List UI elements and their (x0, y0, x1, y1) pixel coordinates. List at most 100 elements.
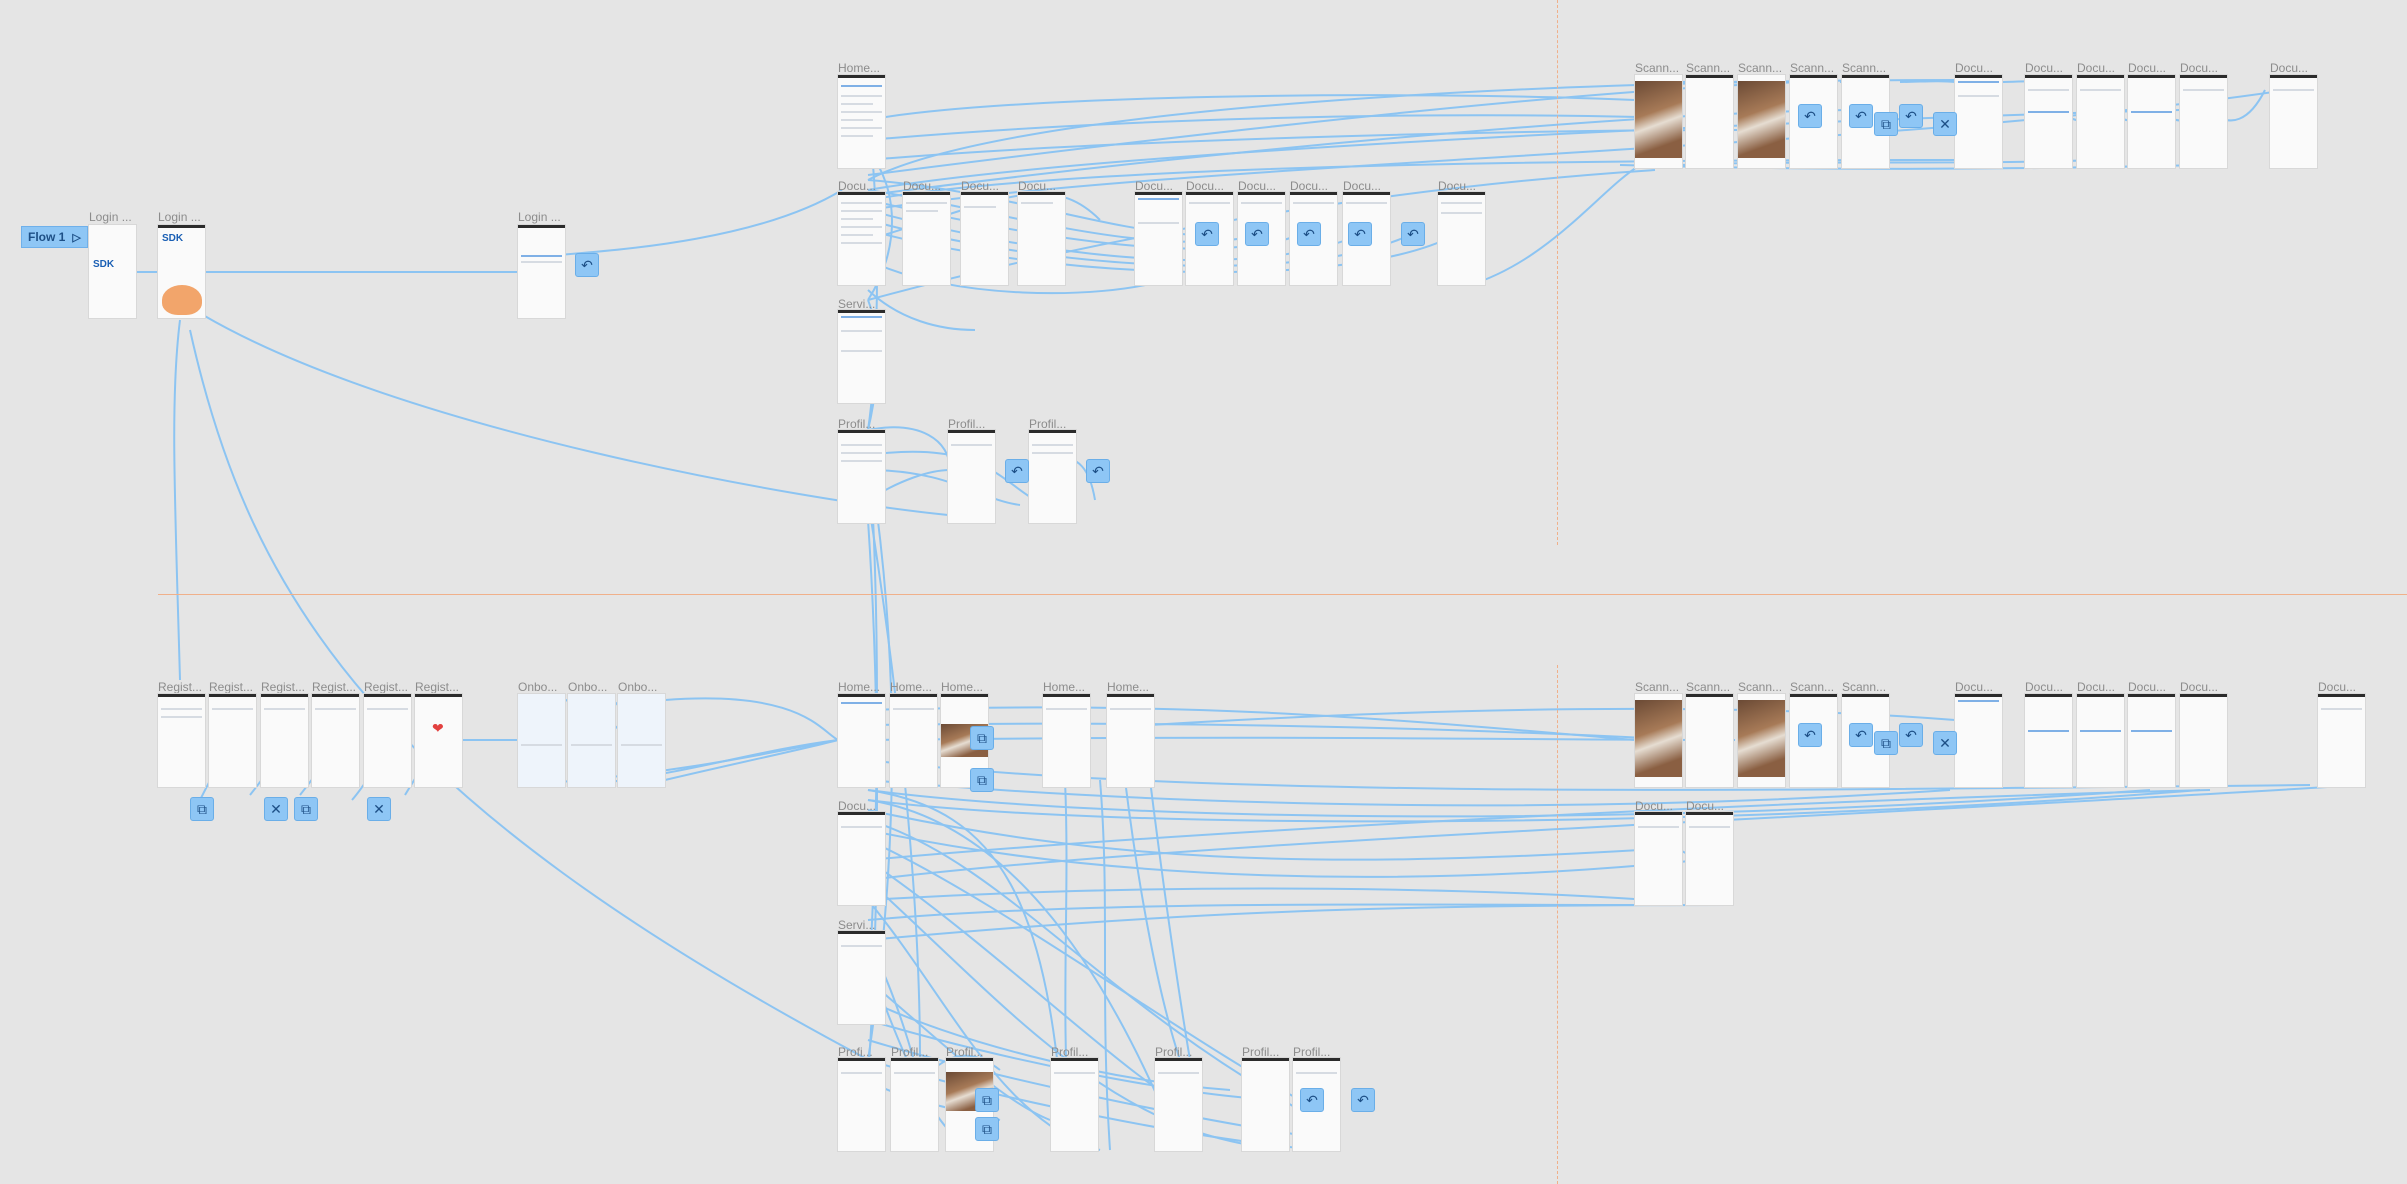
frame-label: Profil... (838, 417, 876, 431)
frame-document[interactable] (1955, 75, 2002, 168)
frame-document[interactable] (838, 192, 885, 285)
frame-scan[interactable] (1686, 75, 1733, 168)
frame-document[interactable] (2180, 694, 2227, 787)
back-icon[interactable]: ↶ (1899, 104, 1923, 128)
frame-document[interactable] (1135, 192, 1182, 285)
back-icon[interactable]: ↶ (1348, 222, 1372, 246)
upload-icon[interactable]: ⧉ (970, 768, 994, 792)
play-icon[interactable]: ▷ (72, 231, 81, 244)
back-icon[interactable]: ↶ (1849, 723, 1873, 747)
frame-register[interactable] (364, 694, 411, 787)
close-icon[interactable]: ✕ (367, 797, 391, 821)
frame-register[interactable] (158, 694, 205, 787)
frame-profile[interactable] (1051, 1058, 1098, 1151)
frame-document[interactable] (1955, 694, 2002, 787)
frame-scan[interactable] (1686, 694, 1733, 787)
sdk-logo: SDK (162, 233, 184, 244)
close-icon[interactable]: ✕ (264, 797, 288, 821)
frame-label: Docu... (2025, 61, 2064, 75)
sdk-logo: SDK (93, 259, 115, 270)
hands-illustration (162, 285, 202, 315)
frame-label: Scann... (1738, 61, 1783, 75)
frame-label: Login ... (89, 210, 132, 224)
frame-document[interactable] (1018, 192, 1065, 285)
frame-document[interactable] (2025, 75, 2072, 168)
frame-document[interactable] (2318, 694, 2365, 787)
frame-document[interactable] (2025, 694, 2072, 787)
frame-document[interactable] (2077, 75, 2124, 168)
flow-start-button[interactable]: Flow 1 ▷ (21, 226, 88, 248)
frame-onboarding[interactable] (518, 694, 565, 787)
frame-home[interactable] (1107, 694, 1154, 787)
upload-icon[interactable]: ⧉ (975, 1088, 999, 1112)
frame-profile[interactable] (948, 430, 995, 523)
frame-document[interactable] (2128, 694, 2175, 787)
upload-icon[interactable]: ⧉ (190, 797, 214, 821)
back-icon[interactable]: ↶ (1798, 104, 1822, 128)
frame-label: Docu... (2128, 680, 2167, 694)
frame-register[interactable] (209, 694, 256, 787)
frame-document[interactable] (961, 192, 1008, 285)
vertical-guide (1557, 665, 1558, 1184)
upload-icon[interactable]: ⧉ (975, 1117, 999, 1141)
frame-services[interactable] (838, 310, 885, 403)
frame-scan[interactable] (1738, 75, 1785, 168)
frame-label: Regist... (209, 680, 254, 694)
upload-icon[interactable]: ⧉ (1874, 731, 1898, 755)
frame-document[interactable] (1635, 812, 1682, 905)
frame-label: Servi... (838, 297, 876, 311)
frame-profile[interactable] (838, 1058, 885, 1151)
frame-document[interactable] (838, 812, 885, 905)
frame-document[interactable] (2180, 75, 2227, 168)
frame-scan[interactable] (1738, 694, 1785, 787)
close-icon[interactable]: ✕ (1933, 731, 1957, 755)
frame-label: Docu... (1343, 179, 1382, 193)
frame-document[interactable] (903, 192, 950, 285)
frame-home[interactable] (1043, 694, 1090, 787)
frame-register[interactable]: ❤ (415, 694, 462, 787)
frame-profile[interactable] (1155, 1058, 1202, 1151)
back-icon[interactable]: ↶ (1899, 723, 1923, 747)
frame-profile[interactable] (1242, 1058, 1289, 1151)
frame-document[interactable] (1686, 812, 1733, 905)
frame-home[interactable] (838, 75, 885, 168)
frame-profile[interactable] (838, 430, 885, 523)
frame-label: Docu... (1635, 799, 1674, 813)
frame-home[interactable] (890, 694, 937, 787)
frame-document[interactable] (2128, 75, 2175, 168)
frame-scan[interactable] (1635, 694, 1682, 787)
back-icon[interactable]: ↶ (1351, 1088, 1375, 1112)
frame-login[interactable] (518, 225, 565, 318)
frame-onboarding[interactable] (618, 694, 665, 787)
back-icon[interactable]: ↶ (1401, 222, 1425, 246)
frame-label: Profil... (1155, 1045, 1193, 1059)
frame-document[interactable] (2270, 75, 2317, 168)
back-icon[interactable]: ↶ (1300, 1088, 1324, 1112)
back-icon[interactable]: ↶ (1297, 222, 1321, 246)
frame-document[interactable] (1438, 192, 1485, 285)
back-icon[interactable]: ↶ (1245, 222, 1269, 246)
frame-home[interactable] (838, 694, 885, 787)
back-icon[interactable]: ↶ (1005, 459, 1029, 483)
frame-profile[interactable] (891, 1058, 938, 1151)
back-icon[interactable]: ↶ (1798, 723, 1822, 747)
frame-document[interactable] (2077, 694, 2124, 787)
back-icon[interactable]: ↶ (575, 253, 599, 277)
back-icon[interactable]: ↶ (1195, 222, 1219, 246)
frame-profile[interactable] (1029, 430, 1076, 523)
close-icon[interactable]: ✕ (1933, 112, 1957, 136)
upload-icon[interactable]: ⧉ (1874, 112, 1898, 136)
frame-register[interactable] (312, 694, 359, 787)
frame-login[interactable]: SDK (89, 225, 136, 318)
frame-scan[interactable] (1635, 75, 1682, 168)
frame-register[interactable] (261, 694, 308, 787)
back-icon[interactable]: ↶ (1086, 459, 1110, 483)
upload-icon[interactable]: ⧉ (294, 797, 318, 821)
frame-onboarding[interactable] (568, 694, 615, 787)
upload-icon[interactable]: ⧉ (970, 726, 994, 750)
back-icon[interactable]: ↶ (1849, 104, 1873, 128)
frame-services[interactable] (838, 931, 885, 1024)
frame-login[interactable]: SDK (158, 225, 205, 318)
